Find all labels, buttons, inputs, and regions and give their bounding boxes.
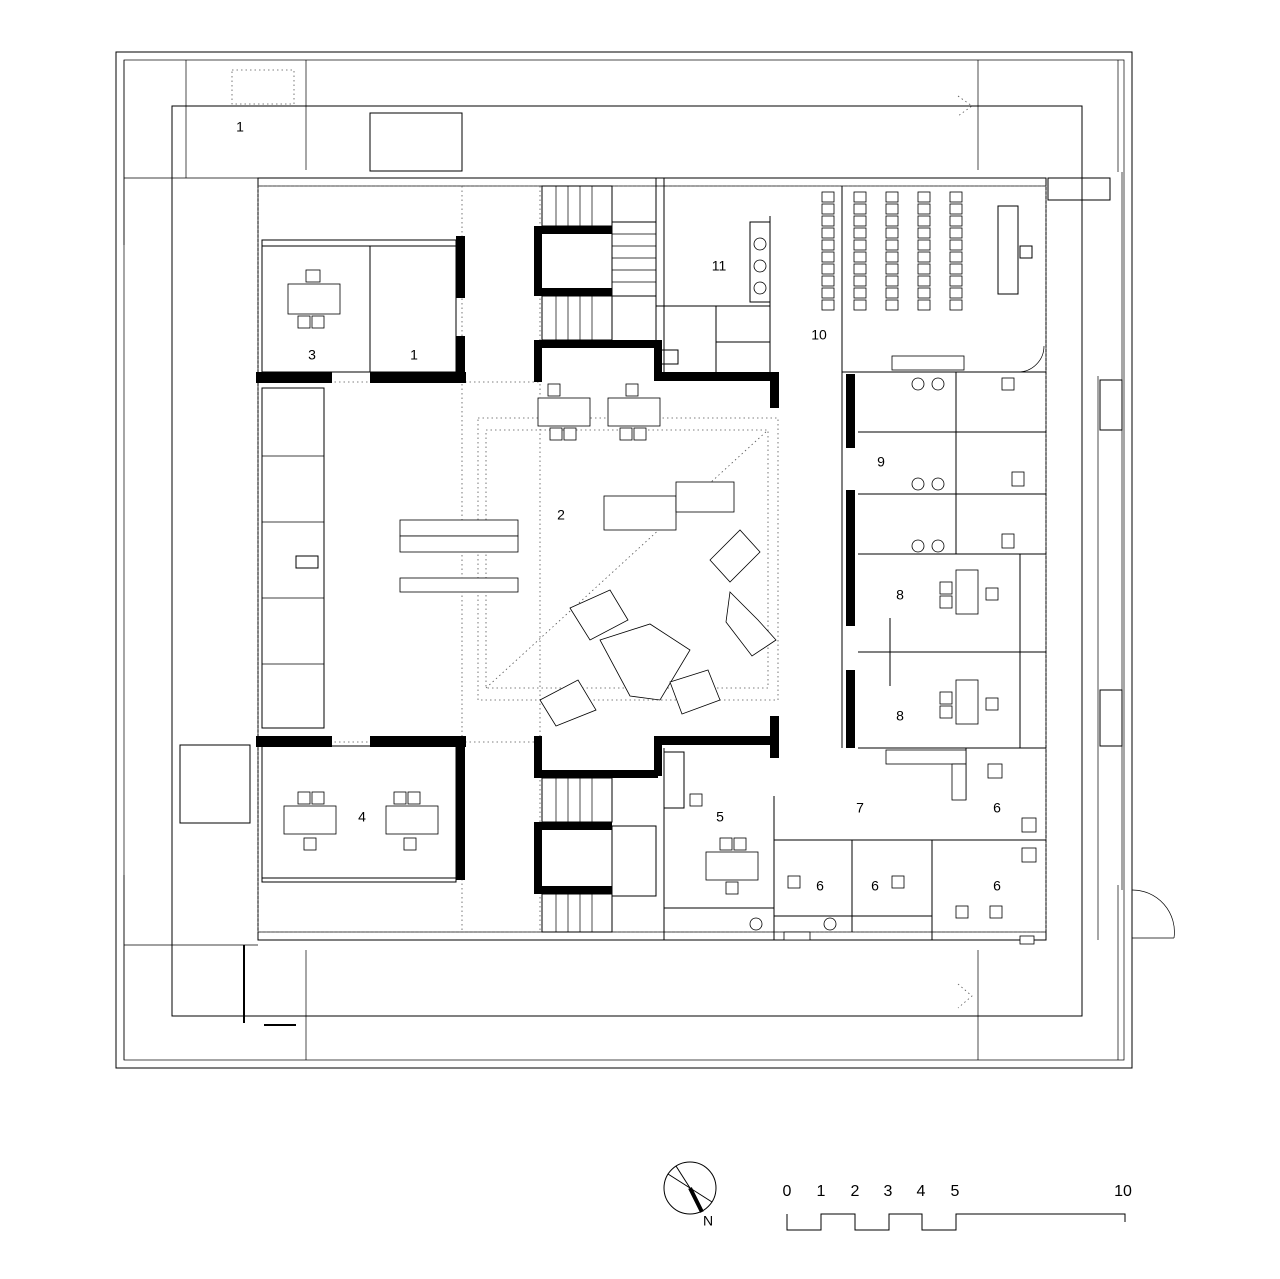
room-label-2: 2 — [557, 507, 565, 523]
lecture-seat — [821, 263, 835, 275]
scale-bar: 0 1 2 3 4 5 10 — [783, 1183, 1132, 1231]
lecture-seat — [821, 203, 835, 215]
lecture-seat — [853, 215, 867, 227]
lecture-seat — [821, 275, 835, 287]
room-label-9: 9 — [877, 454, 885, 470]
lecture-seat — [949, 263, 963, 275]
lecture-seat — [917, 251, 931, 263]
lecture-seat — [949, 251, 963, 263]
lecture-seat — [949, 203, 963, 215]
room-labels: 1 1 2 3 4 5 6 6 6 6 7 8 8 9 10 11 — [236, 119, 1001, 894]
room-label-4: 4 — [358, 809, 366, 825]
lecture-seat — [885, 275, 899, 287]
room-label-5: 5 — [716, 809, 724, 825]
room-label-1-north: 1 — [236, 119, 244, 135]
room-label-6-a: 6 — [993, 800, 1001, 816]
stairs — [555, 186, 656, 932]
lecture-seat — [949, 239, 963, 251]
scale-tick-0: 0 — [783, 1183, 792, 1200]
scale-tick-3: 3 — [884, 1183, 893, 1200]
north-arrow: N — [663, 1161, 717, 1229]
lecture-seating — [821, 191, 963, 311]
lecture-seat — [853, 203, 867, 215]
lecture-seat — [853, 275, 867, 287]
north-label: N — [703, 1213, 713, 1229]
room-label-6-c: 6 — [871, 878, 879, 894]
lecture-seat — [885, 203, 899, 215]
lecture-seat — [821, 227, 835, 239]
room-label-10: 10 — [811, 327, 827, 343]
scale-tick-1: 1 — [817, 1183, 826, 1200]
scale-tick-5: 5 — [951, 1183, 960, 1200]
lecture-seat — [949, 191, 963, 203]
lecture-seat — [949, 299, 963, 311]
partitions — [261, 178, 1046, 940]
lecture-seat — [885, 191, 899, 203]
lecture-seat — [821, 251, 835, 263]
site-boundary — [115, 51, 1133, 1069]
lecture-seat — [821, 191, 835, 203]
lecture-seat — [949, 287, 963, 299]
lecture-seat — [917, 239, 931, 251]
lecture-seat — [853, 299, 867, 311]
lecture-seat — [949, 227, 963, 239]
room-label-11: 11 — [712, 258, 727, 274]
lecture-seat — [917, 275, 931, 287]
scale-tick-2: 2 — [851, 1183, 860, 1200]
room-label-7: 7 — [856, 800, 864, 816]
lecture-seat — [949, 215, 963, 227]
lecture-seat — [853, 191, 867, 203]
lecture-seat — [853, 287, 867, 299]
lecture-seat — [917, 227, 931, 239]
lecture-seat — [853, 239, 867, 251]
furniture — [283, 269, 1037, 945]
lecture-seat — [949, 275, 963, 287]
lecture-seat — [885, 251, 899, 263]
lecture-seat — [885, 227, 899, 239]
lecture-seat — [853, 227, 867, 239]
room-label-1: 1 — [410, 347, 418, 363]
lecture-seat — [917, 191, 931, 203]
room-label-6-b: 6 — [816, 878, 824, 894]
structural-walls — [256, 226, 855, 894]
room-label-6-d: 6 — [993, 878, 1001, 894]
lecture-seat — [821, 299, 835, 311]
scale-tick-4: 4 — [917, 1183, 926, 1200]
room-label-8-a: 8 — [896, 587, 904, 603]
door-swings — [1017, 345, 1175, 939]
scale-tick-10: 10 — [1114, 1183, 1132, 1200]
lecture-seat — [821, 239, 835, 251]
lecture-seat — [853, 263, 867, 275]
lecture-seat — [885, 263, 899, 275]
lecture-seat — [917, 203, 931, 215]
room-label-8-b: 8 — [896, 708, 904, 724]
lecture-seat — [885, 215, 899, 227]
lecture-seat — [917, 287, 931, 299]
room-label-3: 3 — [308, 347, 316, 363]
lecture-seat — [885, 287, 899, 299]
lecture-seat — [885, 239, 899, 251]
lecture-seat — [853, 251, 867, 263]
lecture-seat — [917, 215, 931, 227]
lecture-seat — [885, 299, 899, 311]
lecture-seat — [821, 215, 835, 227]
lecture-seat — [917, 299, 931, 311]
lecture-seat — [917, 263, 931, 275]
lecture-seat — [821, 287, 835, 299]
